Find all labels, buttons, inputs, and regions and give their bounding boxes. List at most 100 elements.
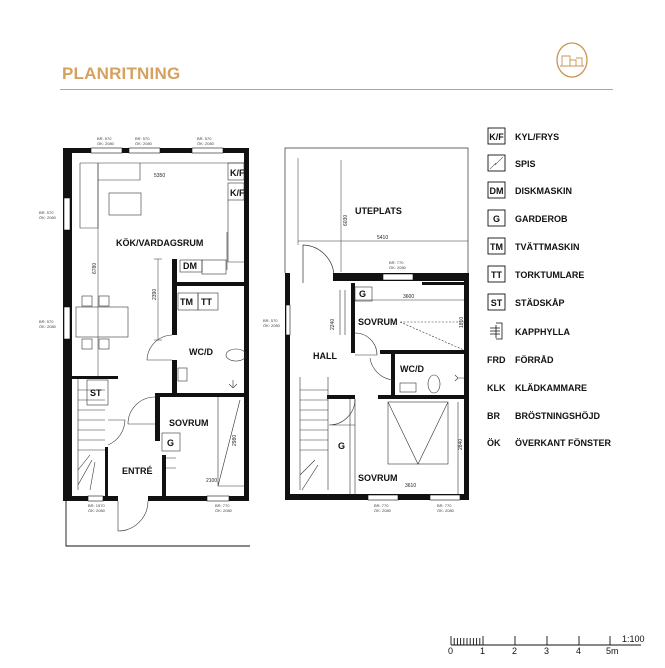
svg-text:ÖK: 2080: ÖK: 2080 xyxy=(197,141,215,146)
upper-floor-plan: UTEPLATS SOVRUM HALL WC/D SOVRUM G G 603… xyxy=(263,147,469,513)
dimension-label: 2240 xyxy=(330,319,336,330)
dimension-label: 5350 xyxy=(154,173,165,179)
legend-box xyxy=(487,293,506,311)
scale-tick-label: 4 xyxy=(576,646,581,656)
scale-tick-label: 0 xyxy=(448,646,453,656)
fixture-kf: K/F xyxy=(230,168,245,178)
stove-icon xyxy=(489,156,504,170)
legend-box xyxy=(487,181,506,199)
svg-text:BR: 570: BR: 570 xyxy=(197,136,212,141)
svg-text:ÖK: 2080: ÖK: 2080 xyxy=(437,508,455,513)
fixture-g: G xyxy=(167,438,174,448)
dimension-label: 6780 xyxy=(92,263,98,274)
legend-label: KYL/FRYS xyxy=(515,132,559,142)
ground-floor-plan: KÖK/VARDAGSRUM WC/D SOVRUM ENTRÉ K/F K/F… xyxy=(39,136,250,547)
scale-bar-labels: 0 1 2 3 4 5m 1:100 xyxy=(448,634,645,656)
svg-text:BR: 570: BR: 570 xyxy=(135,136,150,141)
room-label-uteplats: UTEPLATS xyxy=(355,206,402,216)
room-label-sovrum: SOVRUM xyxy=(169,418,209,428)
svg-text:BR: 770: BR: 770 xyxy=(215,503,230,508)
dimension-label: 3610 xyxy=(405,483,416,489)
svg-text:BR: 570: BR: 570 xyxy=(39,319,54,324)
svg-text:ÖK: 2080: ÖK: 2080 xyxy=(135,141,153,146)
legend-key: ST xyxy=(491,298,503,308)
svg-text:ÖK: 2080: ÖK: 2080 xyxy=(39,324,57,329)
fixture-g: G xyxy=(338,441,345,451)
svg-text:ÖK: 2080: ÖK: 2080 xyxy=(389,265,407,270)
legend-item: ST STÄDSKÅP xyxy=(487,293,565,311)
dimension-label: 5410 xyxy=(377,235,388,241)
svg-text:ÖK: 2080: ÖK: 2080 xyxy=(263,323,281,328)
legend-key: DM xyxy=(490,186,504,196)
coat-rack-icon xyxy=(490,322,503,340)
svg-text:ÖK: 2080: ÖK: 2080 xyxy=(39,215,57,220)
legend-label: FÖRRÅD xyxy=(515,355,554,365)
legend-item: K/F KYL/FRYS xyxy=(487,127,559,145)
svg-text:BR: 770: BR: 770 xyxy=(389,260,404,265)
legend-label: BRÖSTNINGSHÖJD xyxy=(515,411,601,421)
scale-tick-label: 1 xyxy=(480,646,485,656)
legend-item: TT TORKTUMLARE xyxy=(487,265,584,283)
room-label-hall: HALL xyxy=(313,351,337,361)
fixture-tt: TT xyxy=(201,297,212,307)
legend-item: KAPPHYLLA xyxy=(490,322,571,340)
legend-label: KLÄDKAMMARE xyxy=(515,383,587,393)
fixture-dm: DM xyxy=(183,261,197,271)
fixture-kf: K/F xyxy=(230,188,245,198)
legend-box xyxy=(487,209,506,227)
legend-key: TM xyxy=(490,242,503,252)
legend-item: G GARDEROB xyxy=(487,209,568,227)
legend-label: TVÄTTMASKIN xyxy=(515,242,580,252)
legend-label: TORKTUMLARE xyxy=(515,270,584,280)
svg-text:ÖK: 2080: ÖK: 2080 xyxy=(374,508,392,513)
svg-text:BR: 570: BR: 570 xyxy=(39,210,54,215)
dimension-label: 2100 xyxy=(206,478,217,484)
page-title: PLANRITNING xyxy=(62,64,181,83)
room-label-entre: ENTRÉ xyxy=(122,466,153,476)
legend-key: K/F xyxy=(489,132,504,142)
svg-text:ÖK: 2080: ÖK: 2080 xyxy=(215,508,233,513)
legend-key: G xyxy=(493,214,500,224)
scale-tick-label: 5m xyxy=(606,646,619,656)
title-divider xyxy=(60,89,613,90)
room-label-wcd: WC/D xyxy=(400,364,424,374)
room-label-sovrum: SOVRUM xyxy=(358,473,398,483)
legend-key: TT xyxy=(491,270,502,280)
legend-key: ÖK xyxy=(487,438,501,448)
svg-text:BR: 770: BR: 770 xyxy=(374,503,389,508)
room-label-wcd: WC/D xyxy=(189,347,213,357)
dimension-label: 2840 xyxy=(458,439,464,450)
fixture-tm: TM xyxy=(180,297,193,307)
legend-label: GARDEROB xyxy=(515,214,568,224)
scale-tick-label: 3 xyxy=(544,646,549,656)
house-outline-logo xyxy=(556,42,588,78)
room-label-kok-vardagsrum: KÖK/VARDAGSRUM xyxy=(116,238,203,248)
scale-bar xyxy=(450,636,641,646)
legend-label: STÄDSKÅP xyxy=(515,298,565,308)
fixture-g: G xyxy=(359,289,366,299)
fixture-st: ST xyxy=(90,388,102,398)
dimension-label: 3600 xyxy=(403,294,414,300)
room-label-sovrum: SOVRUM xyxy=(358,317,398,327)
dimension-label: 1810 xyxy=(459,317,465,328)
svg-text:BR: 570: BR: 570 xyxy=(263,318,278,323)
legend-box xyxy=(487,154,506,172)
legend-label: SPIS xyxy=(515,159,536,169)
dimension-label: 2390 xyxy=(152,289,158,300)
scale-tick-label: 2 xyxy=(512,646,517,656)
legend-box xyxy=(487,265,506,283)
